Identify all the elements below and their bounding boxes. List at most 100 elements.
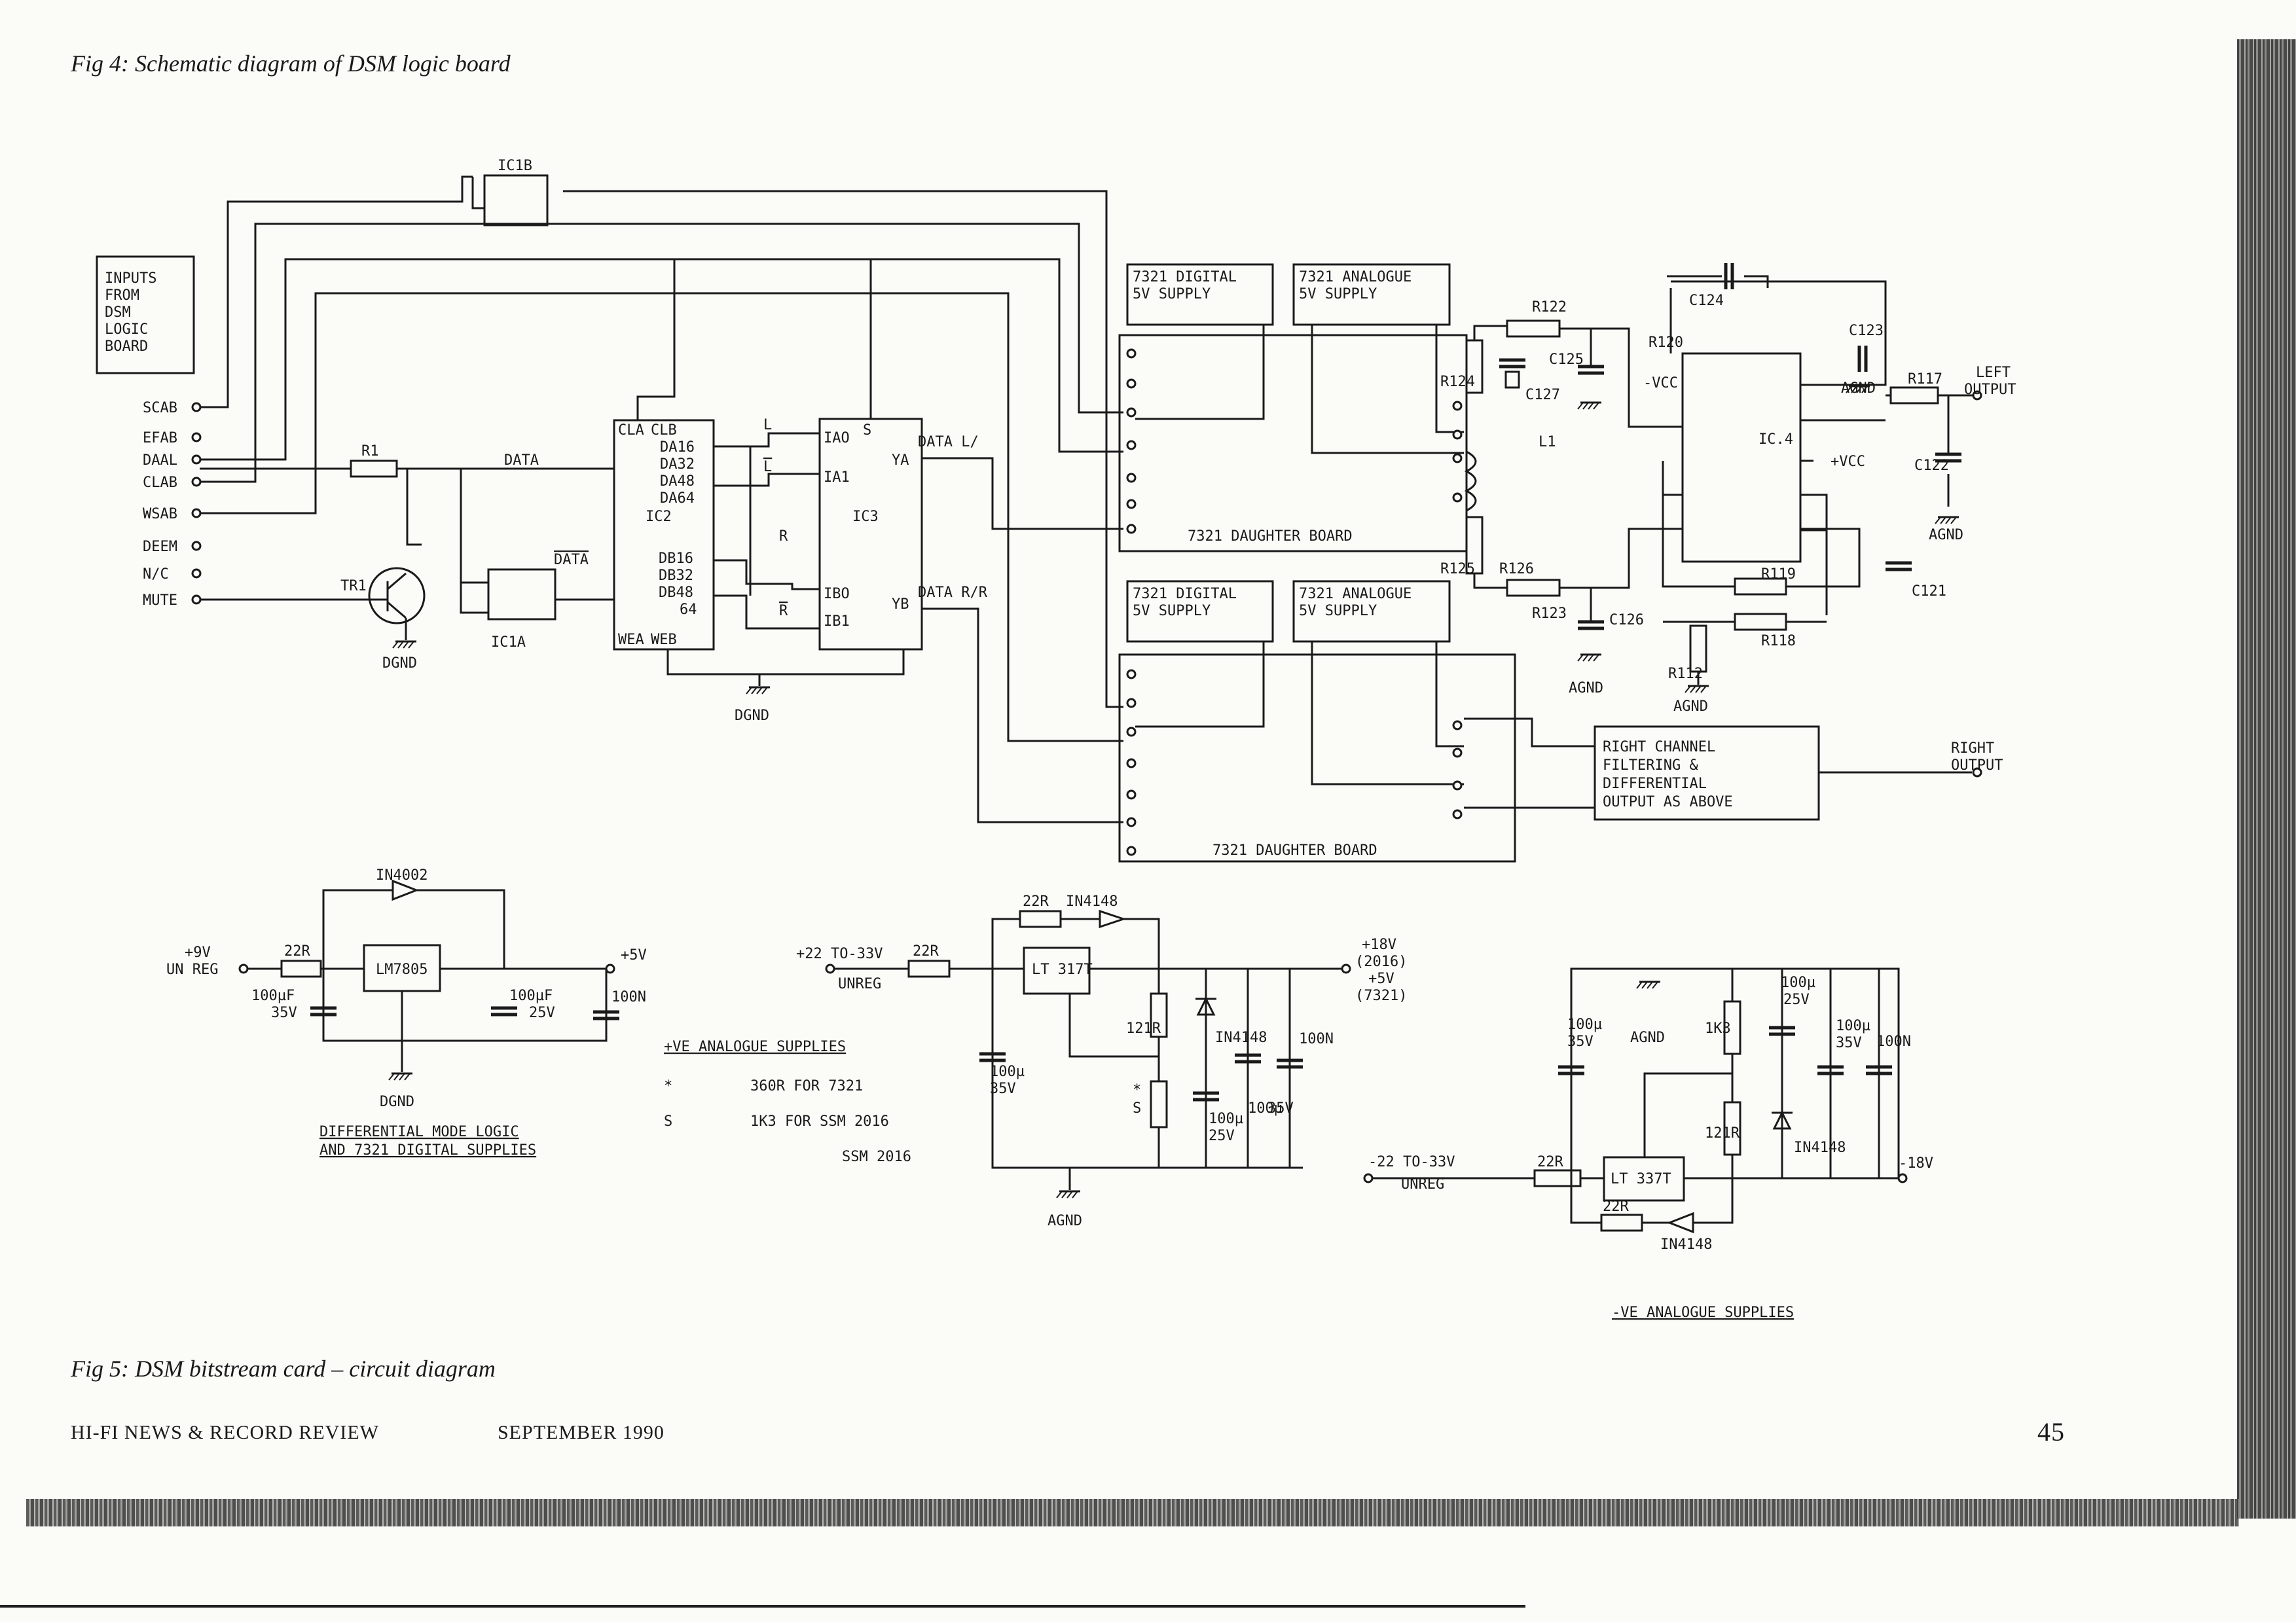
c123-label: C123 [1849, 323, 1884, 339]
tr1-label: TR1 [340, 578, 367, 594]
r117-label: R117 [1908, 371, 1942, 387]
output-label: +5V [621, 947, 647, 964]
pin-nc: N/C [143, 566, 169, 583]
ic2-pin: DA16 [660, 439, 695, 456]
diode-label: IN4002 [376, 867, 428, 884]
diode-label: IN4148 [1066, 893, 1118, 910]
agnd-label: AGND [1841, 380, 1876, 397]
r123-label: R123 [1532, 605, 1567, 622]
supplies-title: -VE ANALOGUE SUPPLIES [1612, 1305, 1794, 1321]
agnd-label: AGND [1048, 1213, 1082, 1229]
r122-label: R122 [1532, 299, 1567, 315]
note-key: S [664, 1113, 672, 1130]
input-label: +22 TO-33V [796, 946, 883, 962]
ic4-label: IC.4 [1758, 431, 1793, 448]
diode-label: IN4148 [1794, 1140, 1846, 1156]
supply-caption: AND 7321 DIGITAL SUPPLIES [319, 1142, 536, 1159]
scan-bottom-edge [26, 1499, 2239, 1526]
cap-label: 100µF [251, 988, 295, 1004]
ic3-pin: YA [892, 452, 909, 469]
ic2-pin: WEA [618, 632, 644, 648]
cap-label: 35V [1567, 1034, 1594, 1050]
right-channel-label: FILTERING & [1603, 757, 1698, 774]
inputs-box-line: LOGIC [105, 321, 148, 338]
cap-label: 25V [529, 1005, 555, 1021]
cap-label: 35V [271, 1005, 297, 1021]
fig5-caption: Fig 5: DSM bitstream card – circuit diag… [71, 1356, 496, 1382]
r1-label: R1 [361, 443, 379, 460]
analogue-supply-label: 5V SUPPLY [1299, 603, 1377, 619]
right-output-label: OUTPUT [1951, 757, 2003, 774]
ic1b-label: IC1B [498, 158, 532, 174]
cap-label: 25V [1783, 992, 1810, 1008]
resistor-label: 22R [1537, 1154, 1563, 1170]
regulator-label: LM7805 [376, 962, 428, 978]
ic3-pin: IA1 [824, 469, 850, 486]
agnd-label: AGND [1569, 680, 1603, 696]
ic2-pin: CLB [651, 422, 677, 439]
supplies-title: +VE ANALOGUE SUPPLIES [664, 1039, 846, 1055]
analogue-supply-label: 7321 ANALOGUE [1299, 586, 1412, 602]
agnd-label: AGND [1673, 698, 1708, 715]
cap-label: 25V [1209, 1128, 1235, 1144]
output-label: -18V [1899, 1155, 1933, 1172]
magazine-footer: HI-FI NEWS & RECORD REVIEW [71, 1422, 379, 1443]
input-label: UNREG [1401, 1176, 1444, 1193]
digital-supply-label: 5V SUPPLY [1133, 286, 1211, 302]
r119-label: R119 [1761, 566, 1796, 583]
output-label: +18V [1362, 937, 1396, 953]
star-label: * [1133, 1082, 1141, 1098]
cap-label: 100µ [1781, 975, 1815, 991]
digital-supply-label: 7321 DIGITAL [1133, 586, 1237, 602]
scan-edge [2237, 39, 2296, 1519]
inputs-box-line: INPUTS [105, 270, 156, 287]
dgnd-label: DGND [735, 708, 769, 724]
output-label: (2016) [1355, 954, 1407, 970]
cap-label: 100µ [990, 1064, 1025, 1080]
dgnd-label: DGND [382, 655, 417, 672]
left-output-label: LEFT [1976, 365, 2011, 381]
fig4-caption: Fig 4: Schematic diagram of DSM logic bo… [71, 50, 511, 77]
regulator-label: LT 337T [1611, 1171, 1671, 1187]
l-signal: L [763, 417, 772, 433]
r124-label: R124 [1440, 374, 1475, 390]
pos-vcc-label: +VCC [1831, 454, 1865, 470]
resistor-label: 1K3 [1705, 1020, 1731, 1037]
c127-label: C127 [1525, 387, 1560, 403]
page-rule [0, 1605, 1525, 1608]
ic2-pin: WEB [651, 632, 677, 648]
pin-clab: CLAB [143, 475, 177, 491]
r112-label: R112 [1668, 666, 1703, 682]
cap-label: 100µ [1248, 1100, 1283, 1117]
resistor-label: 22R [1023, 893, 1049, 910]
ic2-pin: DA32 [660, 456, 695, 473]
c126-label: C126 [1609, 612, 1644, 628]
analogue-supply-label: 5V SUPPLY [1299, 286, 1377, 302]
diode-label: IN4148 [1660, 1236, 1712, 1253]
ic3-pin: IB1 [824, 613, 850, 630]
data-signal: DATA [504, 452, 539, 469]
pin-mute: MUTE [143, 592, 177, 609]
ic2-pin: CLA [618, 422, 644, 439]
ic2-pin: DB48 [659, 585, 693, 601]
cap-label: 100µ [1209, 1111, 1243, 1127]
ic3-pin: YB [892, 596, 909, 613]
cap-label: 100N [1876, 1034, 1911, 1050]
pin-daal: DAAL [143, 452, 177, 469]
data-r-signal: DATA R/R [918, 585, 988, 601]
right-output-label: RIGHT [1951, 740, 1994, 757]
resistor-label: 22R [913, 943, 939, 960]
resistor-label: 121R [1705, 1125, 1740, 1142]
dgnd-label: DGND [380, 1094, 414, 1110]
c121-label: C121 [1912, 583, 1946, 600]
date-footer: SEPTEMBER 1990 [498, 1422, 665, 1443]
r118-label: R118 [1761, 633, 1796, 649]
inputs-box-line: DSM [105, 304, 131, 321]
right-channel-label: DIFFERENTIAL [1603, 776, 1707, 792]
ic3-pin: S [863, 422, 871, 439]
r126-label: R126 [1499, 561, 1534, 577]
agnd-label: AGND [1929, 527, 1963, 543]
note-key: * [664, 1078, 672, 1094]
pin-deem: DEEM [143, 539, 177, 555]
